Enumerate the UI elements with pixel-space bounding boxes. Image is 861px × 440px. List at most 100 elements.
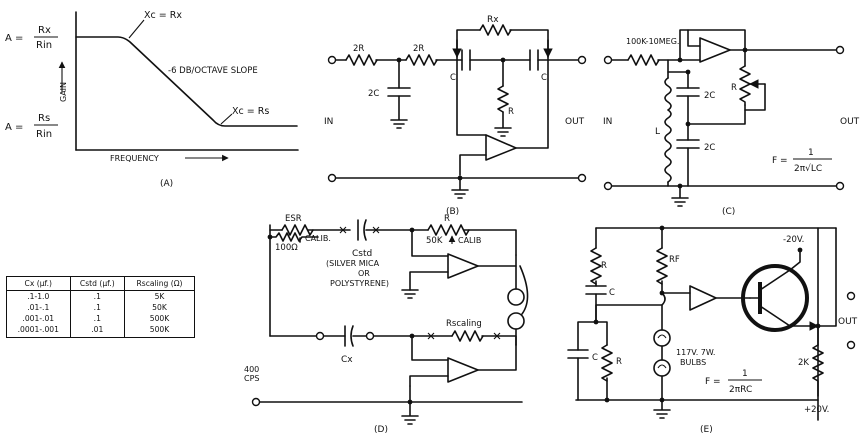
capacitor-2c xyxy=(387,87,411,97)
table-row: .0001-.001 .01 500K xyxy=(6,324,195,338)
cell-cstd: .1 xyxy=(69,302,126,313)
esr-label: ESR xyxy=(285,214,302,224)
panel-a-label: (A) xyxy=(160,179,173,189)
output-label-e: OUT xyxy=(838,317,858,327)
potentiometer-r xyxy=(739,65,751,106)
input-label-c: IN xyxy=(603,117,612,127)
capacitor-2c-bottom xyxy=(676,139,700,149)
gain-curve xyxy=(75,36,298,127)
op-amp-d-bottom xyxy=(447,357,479,383)
panel-e-label: (E) xyxy=(700,425,713,435)
panel-e-circuit: R C C R RF 117V. 7W. BULBS -20V. +20V. 2… xyxy=(567,225,858,435)
gain-low-prefix: A = xyxy=(5,122,23,133)
cstd-note-line-3: POLYSTYRENE) xyxy=(330,279,389,288)
resistor-100k-label: 100K-10MEG. xyxy=(626,37,679,46)
output-label: OUT xyxy=(565,117,585,127)
panel-b-label: (B) xyxy=(446,207,459,217)
resistor-r-top-e xyxy=(590,247,602,285)
capacitor-2c-label: 2C xyxy=(368,89,379,99)
input-label: IN xyxy=(324,117,333,127)
resistor-r-label: R xyxy=(508,107,514,117)
resistor-rx-label: Rx xyxy=(487,15,499,25)
resistor-100k-10meg xyxy=(627,54,660,66)
gain-high-numerator: Rx xyxy=(38,25,51,36)
panel-c-circuit: 100K-10MEG. L 2C 2C R IN OUT F = 1 2π√LC… xyxy=(603,29,860,217)
formula-c-denominator: 2π√LC xyxy=(794,163,822,174)
supply-negative-label: -20V. xyxy=(783,235,804,245)
table-header-row: Cx (μf.) Cstd (μf.) Rscaling (Ω) xyxy=(6,276,195,291)
op-amp-d-top xyxy=(447,253,479,279)
panel-d-label: (D) xyxy=(374,425,388,435)
gain-high-denominator: Rin xyxy=(36,40,52,51)
panel-a-response-plot: A = Rx Rin A = Rs Rin GAIN FREQUENCY Xc … xyxy=(5,10,299,189)
resistor-rx xyxy=(479,24,512,36)
capacitor-c-2-label: C xyxy=(541,73,547,83)
header-cx: Cx (μf.) xyxy=(6,276,71,291)
resistor-rf xyxy=(656,247,668,285)
resistor-r-top-e-label: R xyxy=(601,261,607,271)
inductor-l xyxy=(664,77,672,183)
capacitor-cx-label: Cx xyxy=(341,355,353,365)
table-row: .1-1.0 .1 5K xyxy=(6,290,195,302)
header-rscaling: Rscaling (Ω) xyxy=(124,276,195,291)
upper-break-leader xyxy=(128,19,145,39)
resistor-2r-2-label: 2R xyxy=(413,44,424,54)
table-row: .01-.1 .1 50K xyxy=(6,302,195,313)
cstd-note-line-1: (SILVER MICA xyxy=(326,259,380,268)
formula-e-numerator: 1 xyxy=(742,369,748,379)
crossing-mark xyxy=(339,226,380,234)
resistor-rscaling xyxy=(451,330,484,342)
output-label-c: OUT xyxy=(840,117,860,127)
capacitor-2c-top-label: 2C xyxy=(704,91,715,101)
panel-d-circuit: ESR 100Ω CALIB. Cstd (SILVER MICA OR POL… xyxy=(244,214,529,435)
capacitor-cstd xyxy=(357,219,367,241)
resistor-2r-1 xyxy=(345,54,378,66)
frequency-axis-label: FREQUENCY xyxy=(110,154,159,163)
slope-label: -6 DB/OCTAVE SLOPE xyxy=(168,66,258,76)
inductor-l-label: L xyxy=(655,127,660,137)
potentiometer-r-label: R xyxy=(731,83,737,93)
resistor-rscaling-label: Rscaling xyxy=(446,319,482,329)
formula-e-lhs: F = xyxy=(705,377,721,387)
resistor-2k xyxy=(812,344,824,397)
capacitor-cstd-label: Cstd xyxy=(352,249,372,259)
gain-low-numerator: Rs xyxy=(38,113,50,124)
capacitor-cx xyxy=(344,325,354,347)
input-terminal xyxy=(327,55,337,65)
cell-cx: .01-.1 xyxy=(6,302,71,313)
capacitor-2c-top xyxy=(676,87,700,97)
panel-c-label: (C) xyxy=(722,207,735,217)
bulbs-label-line-1: 117V. 7W. xyxy=(676,348,715,357)
capacitor-c-1 xyxy=(461,49,471,71)
resistor-2r-2 xyxy=(405,54,438,66)
cell-rscaling: 50K xyxy=(124,302,195,313)
bulbs-label-line-2: BULBS xyxy=(680,358,706,367)
op-amp-c xyxy=(699,37,731,63)
cell-cstd: .1 xyxy=(69,290,126,302)
output-terminal-c xyxy=(835,45,845,55)
lower-break-label: Xc = Rs xyxy=(232,106,269,117)
capacitor-c-bottom-e-label: C xyxy=(592,353,598,363)
capacitor-c-top-e xyxy=(585,285,607,295)
bulb-bottom xyxy=(653,359,671,377)
lamp-bottom xyxy=(507,312,525,330)
formula-c-numerator: 1 xyxy=(808,148,814,158)
op-amp-e xyxy=(689,285,717,311)
gain-low-denominator: Rin xyxy=(36,129,52,140)
resistor-calib-label: CALIB xyxy=(458,236,481,245)
table-row: .001-.01 .1 500K xyxy=(6,313,195,324)
capacitor-c-2 xyxy=(529,49,539,71)
resistor-2k-label: 2K xyxy=(798,358,809,368)
upper-break-label: Xc = Rx xyxy=(144,10,182,21)
cell-rscaling: 500K xyxy=(124,313,195,324)
panel-b-circuit: 2R 2R 2C C C R Rx IN OUT (B) xyxy=(324,15,587,217)
lower-break-leader xyxy=(220,113,233,125)
formula-c-lhs: F = xyxy=(772,156,788,166)
capacitance-scaling-table: Cx (μf.) Cstd (μf.) Rscaling (Ω) .1-1.0 … xyxy=(6,276,195,338)
cell-rscaling: 500K xyxy=(124,324,195,338)
cell-cstd: .1 xyxy=(69,313,126,324)
cell-cx: .001-.01 xyxy=(6,313,71,324)
pot-calib-label: CALIB. xyxy=(305,234,331,243)
